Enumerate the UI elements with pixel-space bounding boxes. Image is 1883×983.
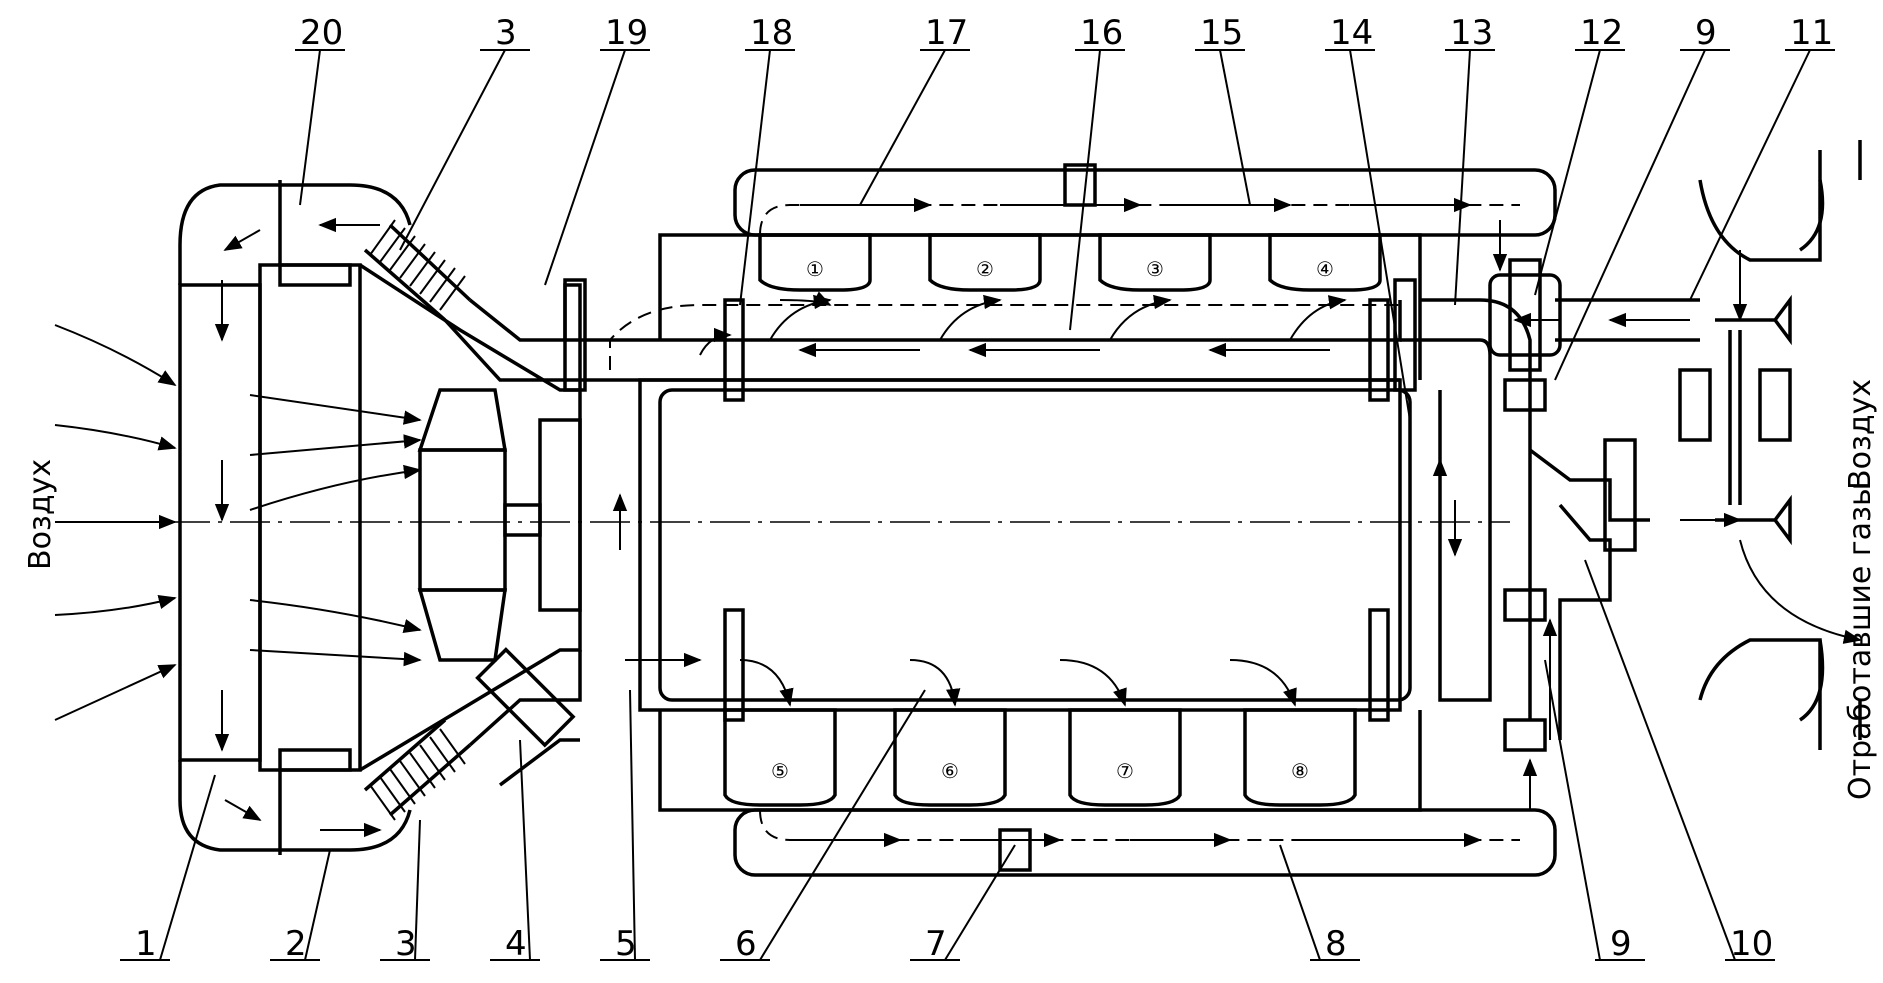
cylinder-1-label: ① [806, 257, 824, 281]
callout-3-top: 3 [495, 13, 517, 53]
right-flow-arrows [1492, 220, 1862, 810]
callout-19: 19 [605, 13, 648, 53]
callout-numbers-bottom: 1 2 3 4 5 6 7 8 9 10 [135, 924, 1773, 964]
callout-13: 13 [1450, 13, 1493, 53]
callout-12: 12 [1580, 13, 1623, 53]
exhaust-gas-label: Отработавшие газы [1843, 482, 1878, 800]
cylinder-4-label: ④ [1316, 257, 1334, 281]
callout-11: 11 [1790, 13, 1833, 53]
callout-15: 15 [1200, 13, 1243, 53]
callout-2: 2 [285, 924, 307, 964]
cylinder-3-label: ③ [1146, 257, 1164, 281]
callout-9-bottom: 9 [1610, 924, 1632, 964]
cylinder-5-label: ⑤ [771, 759, 789, 783]
cylinder-row-bottom: ⑤ ⑥ ⑦ ⑧ [723, 708, 1357, 807]
callout-10: 10 [1730, 924, 1773, 964]
cylinder-6-label: ⑥ [941, 759, 959, 783]
pump-and-turbo [1400, 140, 1862, 752]
cylinder-2-label: ② [976, 257, 994, 281]
callout-leaders-bottom [120, 559, 1775, 961]
cylinder-7-label: ⑦ [1116, 759, 1134, 783]
callout-17: 17 [925, 13, 968, 53]
callout-14: 14 [1330, 13, 1373, 53]
callout-20: 20 [300, 13, 343, 53]
cylinder-row-top: ① ② ③ ④ [758, 233, 1382, 292]
callout-8: 8 [1325, 924, 1347, 964]
callout-3-bottom: 3 [395, 924, 417, 964]
intake-air-label-left: Воздух [23, 459, 58, 570]
callout-1: 1 [135, 924, 157, 964]
callout-leaders-top [295, 49, 1835, 421]
callout-16: 16 [1080, 13, 1123, 53]
callout-18: 18 [750, 13, 793, 53]
water-jacket-galleries [609, 204, 1520, 841]
callout-7: 7 [925, 924, 947, 964]
flexible-hose-bottom [363, 718, 472, 821]
incoming-air-arrows [54, 324, 177, 721]
flexible-hose-top [363, 219, 472, 322]
callout-5: 5 [615, 924, 637, 964]
cylinder-8-label: ⑧ [1291, 759, 1309, 783]
radiator-flow-arrows [214, 217, 422, 838]
intake-air-label-right: Воздух [1843, 379, 1878, 490]
callout-6: 6 [735, 924, 757, 964]
engine-flow-arrows [612, 197, 1482, 848]
callout-9-top: 9 [1695, 13, 1717, 53]
callout-4: 4 [505, 924, 527, 964]
flanges [723, 298, 1390, 722]
engine-block [638, 163, 1557, 877]
callout-numbers-top: 20 3 19 18 17 16 15 14 13 12 9 11 [300, 13, 1833, 53]
